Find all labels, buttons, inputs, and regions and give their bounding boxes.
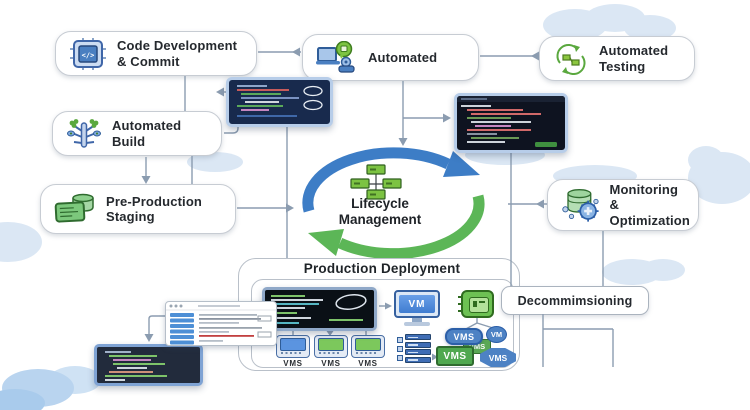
server-box-icon xyxy=(351,335,385,358)
database-gear-icon xyxy=(562,189,599,222)
lifecycle-management-label: Lifecycle Management xyxy=(338,196,422,228)
deployment-terminal-window xyxy=(262,287,377,331)
node-decommissioning: Decommimsioning xyxy=(501,286,649,315)
cluster-vm-octagon-blue: VMS xyxy=(480,348,516,367)
node-pre-production-staging: Pre-Production Staging xyxy=(40,184,236,234)
staging-database-icon xyxy=(54,193,94,223)
cluster-vm-circle-blue: VM xyxy=(486,326,507,343)
terminal-window xyxy=(94,344,203,386)
node-automated-build: Automated Build xyxy=(52,111,222,156)
node-code-development-commit: </> Code Development & Commit xyxy=(55,31,257,76)
arrowheads xyxy=(141,47,544,361)
cloud-icon xyxy=(0,366,101,410)
laptop-assistant-icon xyxy=(316,40,355,73)
server-rack-icon xyxy=(397,334,431,363)
node-label: Automated xyxy=(368,49,438,65)
hierarchy-icon xyxy=(350,164,402,200)
server-label: VMS xyxy=(358,359,378,368)
vm-monitor-label: VM xyxy=(399,295,435,313)
server-box-icon xyxy=(276,335,310,358)
monitor-stand xyxy=(412,318,422,322)
node-label: Pre-Production Staging xyxy=(106,193,202,224)
node-label: Automated Testing xyxy=(599,43,669,74)
code-editor-window xyxy=(226,77,333,127)
server-label: VMS xyxy=(283,359,303,368)
cluster-vm-cube-green: VMS xyxy=(436,346,474,366)
svg-text:</>: </> xyxy=(82,51,95,59)
cluster-vm-roundedrect-blue: VMS xyxy=(445,328,483,345)
branch-tree-icon xyxy=(67,118,101,148)
node-label: Automated Build xyxy=(112,118,182,149)
server-box-icon xyxy=(314,335,348,358)
vm-monitor-icon: VM xyxy=(394,290,440,318)
code-editor-window xyxy=(454,93,568,153)
monitor-base xyxy=(404,322,430,326)
code-chip-icon: </> xyxy=(70,37,106,70)
pipeline-gui-window xyxy=(165,301,277,346)
lifecycle-cycle-arrows xyxy=(302,147,485,260)
server-label: VMS xyxy=(321,359,341,368)
production-deployment-title: Production Deployment xyxy=(303,261,461,276)
node-label: Monitoring & Optimization xyxy=(609,182,690,228)
sync-arrows-icon xyxy=(556,43,586,75)
cpu-chip-icon xyxy=(458,290,494,318)
node-automated-testing: Automated Testing xyxy=(539,36,695,81)
node-monitoring-optimization: Monitoring & Optimization xyxy=(547,179,699,231)
node-label: Decommimsioning xyxy=(517,293,633,308)
node-label: Code Development & Commit xyxy=(117,38,238,69)
node-automated: Automated xyxy=(302,34,479,81)
